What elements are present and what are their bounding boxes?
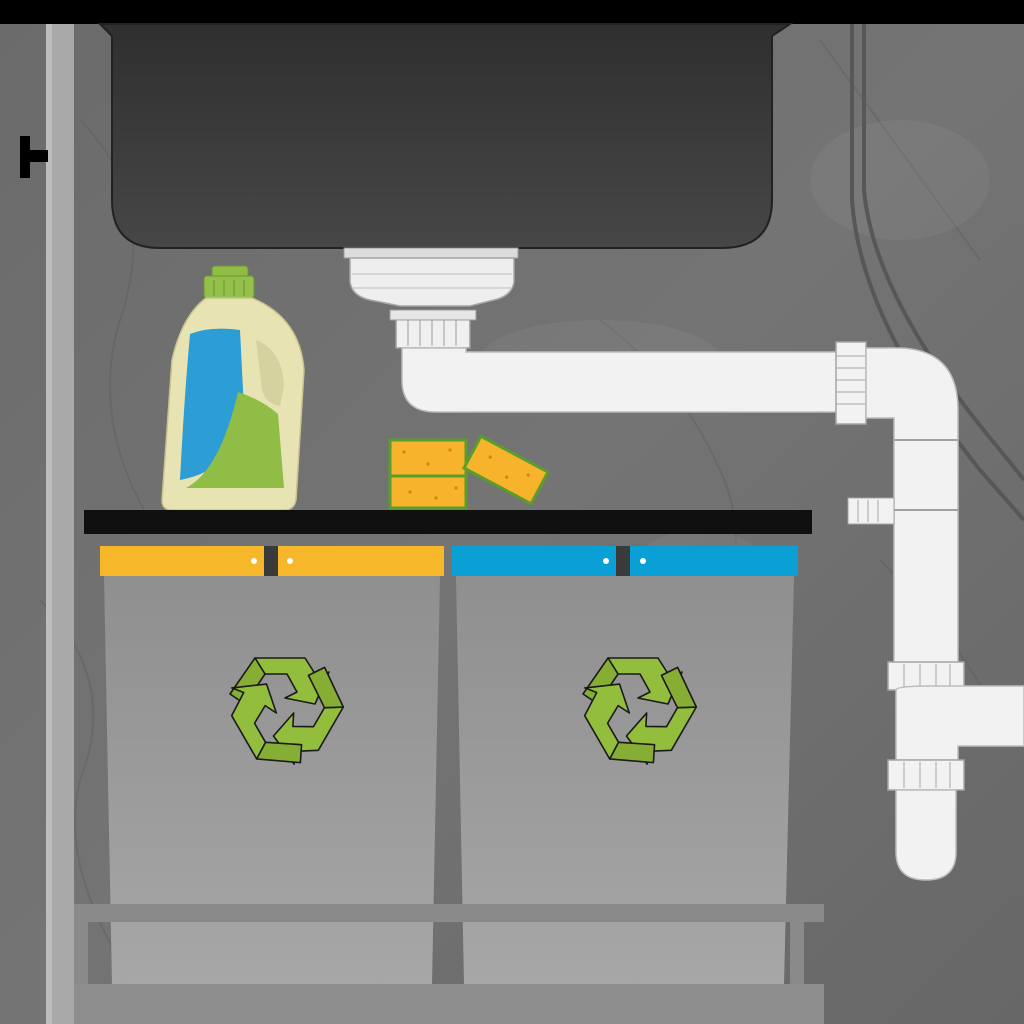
- drain-pipe-vertical: [893, 439, 959, 671]
- drain-pipe-horizontal: [401, 347, 847, 413]
- sink-drain-strainer: [343, 247, 519, 307]
- recycling-bin-left: [100, 546, 444, 984]
- detergent-bottle: [161, 265, 305, 511]
- water-supply-hoses: [850, 24, 1024, 522]
- pipe-tee-connector: [887, 661, 1024, 881]
- recycling-bin-right: [452, 546, 798, 984]
- pipe-coupling: [835, 341, 867, 425]
- sponge-stack: [388, 438, 468, 510]
- sink-basin: [97, 23, 794, 249]
- bin-rack-frame: [74, 904, 824, 1024]
- cabinet-shelf: [84, 510, 812, 534]
- hinge-bracket: [20, 136, 48, 178]
- countertop-edge: [0, 0, 1024, 24]
- bin-lid-handle: [616, 546, 630, 576]
- sponge-tilted: [461, 434, 551, 506]
- cabinet-frame-left-shade: [46, 24, 52, 1024]
- drain-nut: [389, 309, 477, 349]
- bin-lid-handle: [264, 546, 278, 576]
- side-inlet-nozzle: [847, 497, 895, 525]
